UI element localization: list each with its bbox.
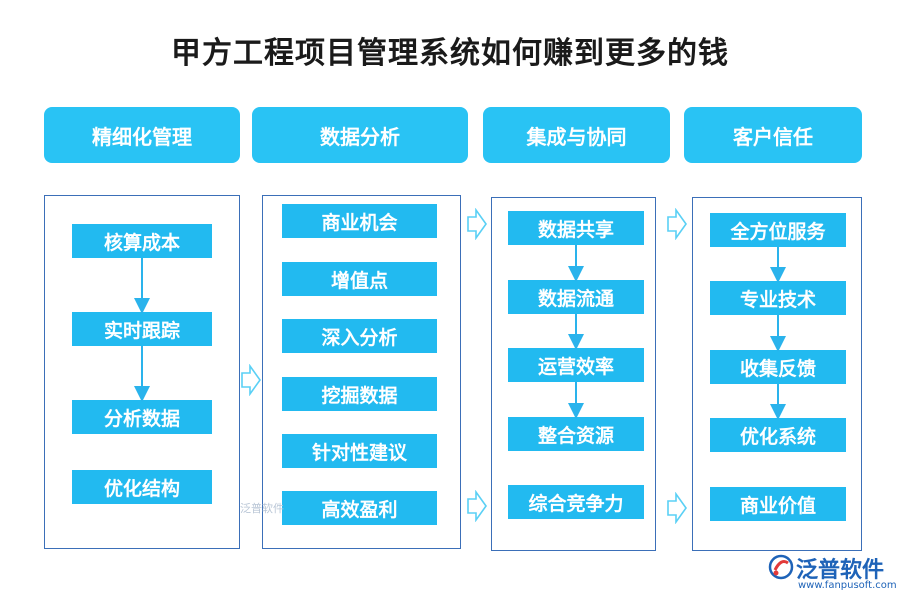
step-box: 核算成本 bbox=[72, 224, 212, 258]
chevron-right-icon bbox=[667, 208, 687, 240]
step-box: 商业机会 bbox=[282, 204, 437, 238]
column-header-3: 集成与协同 bbox=[483, 107, 670, 163]
watermark-text: 泛普软件 bbox=[240, 502, 284, 515]
chevron-right-icon bbox=[667, 492, 687, 524]
column-header-2: 数据分析 bbox=[252, 107, 468, 163]
step-box: 针对性建议 bbox=[282, 434, 437, 468]
logo-icon bbox=[768, 554, 794, 580]
column-header-4: 客户信任 bbox=[684, 107, 862, 163]
chevron-right-icon bbox=[467, 208, 487, 240]
step-box: 高效盈利 bbox=[282, 491, 437, 525]
step-box: 数据流通 bbox=[508, 280, 644, 314]
step-box: 优化系统 bbox=[710, 418, 846, 452]
step-box: 整合资源 bbox=[508, 417, 644, 451]
chevron-right-icon bbox=[241, 364, 261, 396]
step-box: 全方位服务 bbox=[710, 213, 846, 247]
step-box: 收集反馈 bbox=[710, 350, 846, 384]
step-box: 分析数据 bbox=[72, 400, 212, 434]
brand-logo: 泛普软件 www.fanpusoft.com bbox=[768, 552, 897, 596]
step-box: 深入分析 bbox=[282, 319, 437, 353]
logo-url: www.fanpusoft.com bbox=[798, 580, 897, 591]
step-box: 商业价值 bbox=[710, 487, 846, 521]
step-box: 优化结构 bbox=[72, 470, 212, 504]
step-box: 实时跟踪 bbox=[72, 312, 212, 346]
chevron-right-icon bbox=[467, 490, 487, 522]
step-box: 运营效率 bbox=[508, 348, 644, 382]
logo-name: 泛普软件 bbox=[796, 558, 885, 583]
step-box: 综合竞争力 bbox=[508, 485, 644, 519]
step-box: 挖掘数据 bbox=[282, 377, 437, 411]
step-box: 专业技术 bbox=[710, 281, 846, 315]
step-box: 数据共享 bbox=[508, 211, 644, 245]
diagram-title: 甲方工程项目管理系统如何赚到更多的钱 bbox=[171, 36, 729, 71]
column-header-1: 精细化管理 bbox=[44, 107, 240, 163]
step-box: 增值点 bbox=[282, 262, 437, 296]
column-panel-2 bbox=[262, 195, 461, 549]
